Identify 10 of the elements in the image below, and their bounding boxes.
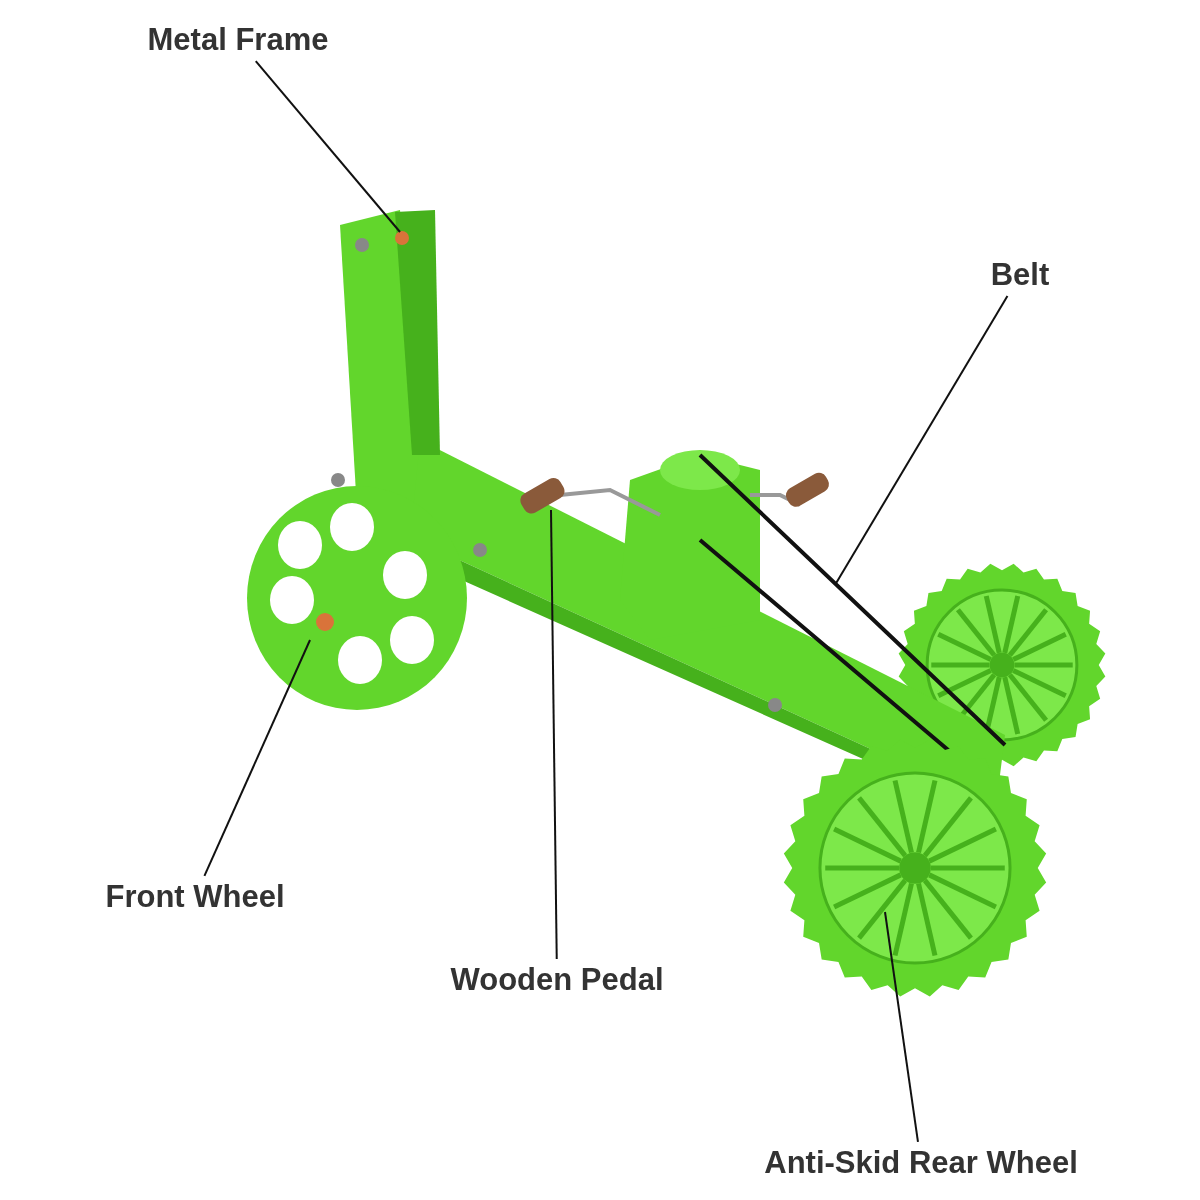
callout-label: Belt (990, 257, 1050, 293)
callout-label: Metal Frame (147, 22, 329, 58)
leader-line (254, 60, 401, 233)
leader-line (884, 911, 919, 1143)
leader-line (203, 639, 311, 877)
leader-line (550, 509, 558, 960)
callout-label: Anti-Skid Rear Wheel (764, 1145, 1078, 1181)
callout-label: Front Wheel (105, 879, 285, 915)
leader-line (834, 295, 1009, 586)
callout-label: Wooden Pedal (450, 962, 664, 998)
